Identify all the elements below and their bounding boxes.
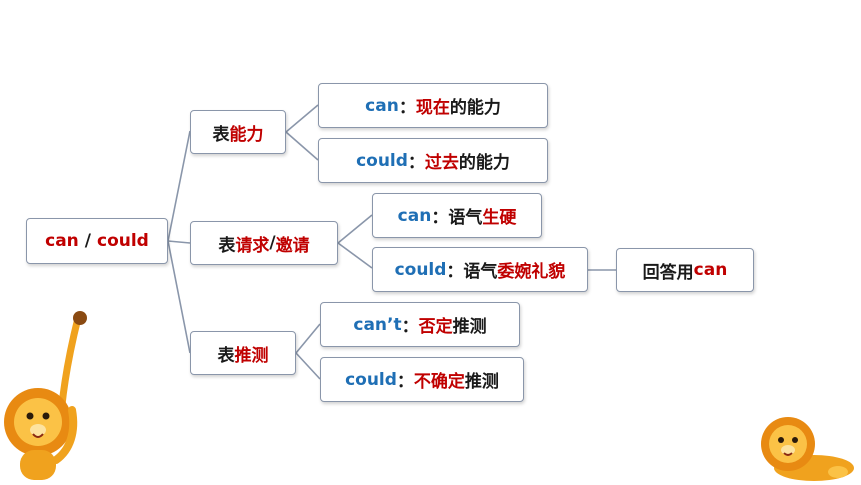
- answer-modal: can: [693, 260, 728, 280]
- leaf-can-blunt-tone: can ： 语气 生硬: [372, 193, 542, 238]
- connector-request-can: [337, 214, 373, 244]
- connector-ability-could: [285, 131, 319, 161]
- leaf-colon: ：: [396, 372, 414, 392]
- leaf-could-past-ability: could ： 过去 的能力: [318, 138, 548, 183]
- leaf-colon: ：: [407, 153, 425, 173]
- leaf-modal: can: [365, 95, 399, 116]
- leaf-highlight: 过去: [424, 153, 459, 173]
- leaf-rest: 推测: [464, 372, 499, 392]
- leaf-colon: ：: [446, 262, 464, 282]
- root-can: can: [45, 231, 79, 251]
- leaf-could-polite-tone: could ： 语气 委婉礼貌: [372, 247, 588, 292]
- leaf-highlight: 生硬: [482, 208, 517, 228]
- branch-guess: 表 推测: [190, 331, 296, 375]
- leaf-plain: 语气: [448, 208, 483, 228]
- connector-root-ability: [167, 130, 191, 242]
- leaf-highlight: 否定: [418, 317, 453, 337]
- leaf-can-present-ability: can ： 现在 的能力: [318, 83, 548, 128]
- branch-request-prefix: 表: [218, 235, 236, 256]
- branch-ability-prefix: 表: [212, 124, 230, 145]
- answer-text: 回答用: [642, 262, 694, 283]
- root-separator: /: [84, 231, 91, 251]
- lion-illustration-right: [761, 417, 854, 481]
- branch-request: 表 请求 / 邀请: [190, 221, 338, 265]
- leaf-rest: 的能力: [449, 98, 501, 118]
- lion-illustration-left: [4, 311, 87, 480]
- branch-request-separator: /: [269, 233, 276, 253]
- root-could: could: [97, 231, 149, 251]
- connector-guess-cant: [295, 323, 321, 354]
- branch-guess-term: 推测: [234, 345, 269, 366]
- leaf-colon: ：: [431, 208, 449, 228]
- leaf-modal: could: [394, 259, 447, 280]
- connector-root-request: [167, 240, 191, 244]
- leaf-highlight: 现在: [415, 98, 450, 118]
- connector-request-could: [337, 242, 373, 269]
- connector-root-guess: [167, 240, 191, 354]
- branch-request-term-b: 邀请: [275, 235, 310, 256]
- leaf-plain: 语气: [463, 262, 498, 282]
- leaf-highlight: 委婉礼貌: [497, 262, 566, 282]
- branch-request-term-a: 请求: [235, 235, 270, 256]
- leaf-rest: 推测: [452, 317, 487, 337]
- connector-ability-can: [285, 104, 319, 133]
- leaf-modal: can’t: [353, 314, 402, 335]
- leaf-cant-negative-guess: can’t ： 否定 推测: [320, 302, 520, 347]
- leaf-modal: can: [397, 205, 432, 226]
- leaf-colon: ：: [398, 98, 416, 118]
- root-node-can-could: can / could: [26, 218, 168, 264]
- answer-node: 回答用 can: [616, 248, 754, 292]
- connector-guess-could: [295, 352, 321, 380]
- leaf-modal: could: [345, 369, 397, 390]
- branch-guess-prefix: 表: [217, 345, 235, 366]
- leaf-could-uncertain-guess: could ： 不确定 推测: [320, 357, 524, 402]
- leaf-modal: could: [356, 150, 408, 171]
- branch-ability-term: 能力: [229, 124, 264, 145]
- leaf-highlight: 不确定: [413, 372, 465, 392]
- leaf-colon: ：: [401, 317, 419, 337]
- leaf-rest: 的能力: [458, 153, 510, 173]
- branch-ability: 表 能力: [190, 110, 286, 154]
